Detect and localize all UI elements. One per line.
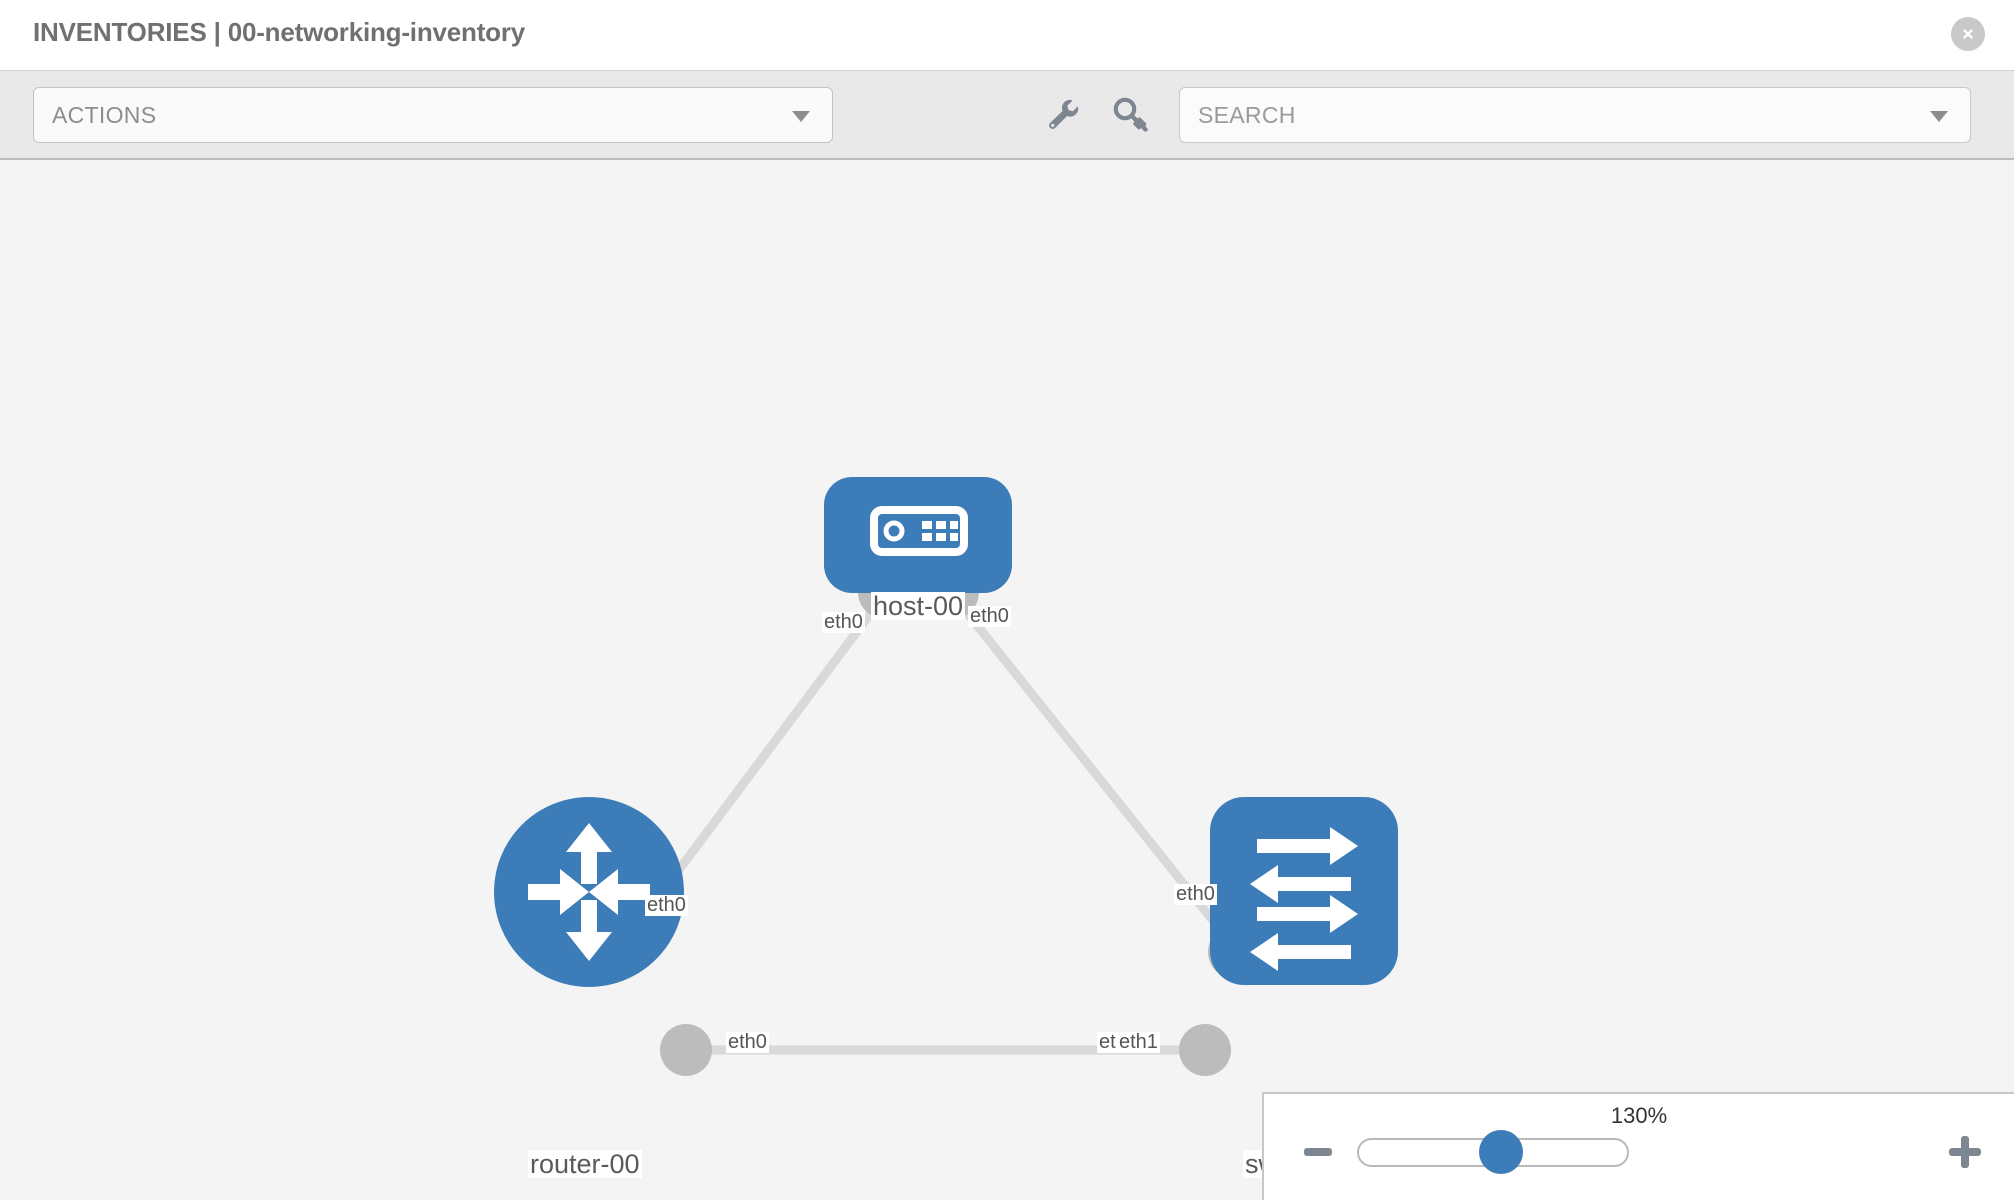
wrench-button[interactable] [1040, 91, 1088, 139]
chevron-down-icon [792, 111, 810, 122]
zoom-panel: 130% [1262, 1092, 2014, 1200]
zoom-percent-label: 130% [1610, 1103, 1668, 1128]
node-switch-00[interactable] [1210, 797, 1398, 985]
interface-label: eth0 [726, 1031, 769, 1053]
page-title: INVENTORIES | 00-networking-inventory [33, 17, 526, 47]
page-header: INVENTORIES | 00-networking-inventory [0, 0, 2014, 71]
chevron-down-icon[interactable] [1930, 111, 1948, 122]
interface-label: eth0 [822, 611, 865, 633]
switch-arrows-icon [1250, 827, 1358, 971]
actions-dropdown[interactable]: ACTIONS [33, 87, 833, 143]
interface-label: eth1 [1117, 1031, 1160, 1053]
toolbar: ACTIONS SEARCH [0, 71, 2014, 160]
topology-graph [494, 477, 1398, 1076]
key-button[interactable] [1107, 91, 1155, 139]
actions-dropdown-label: ACTIONS [52, 102, 157, 128]
port-switch-00-eth1-left[interactable] [1179, 1024, 1231, 1076]
close-button[interactable] [1951, 17, 1985, 51]
interface-label: eth0 [645, 894, 688, 916]
interface-label: eth0 [1174, 883, 1217, 905]
node-label-host-00: host-00 [871, 591, 966, 621]
link-host-00-router-00[interactable] [636, 591, 889, 925]
router-arrows-icon [528, 823, 650, 961]
zoom-slider-thumb[interactable] [1478, 1130, 1523, 1174]
search-placeholder: SEARCH [1198, 102, 1296, 128]
topology-canvas[interactable]: host-00 router-00 switch-00 eth0 eth0 et… [0, 162, 2014, 1200]
node-host-00[interactable] [824, 477, 1012, 593]
zoom-out-button[interactable] [1304, 1148, 1332, 1156]
node-router-00[interactable] [494, 797, 684, 987]
port-router-00-eth0-right[interactable] [660, 1024, 712, 1076]
server-icon [870, 506, 968, 556]
interface-label: eth0 [968, 605, 1011, 627]
zoom-in-button[interactable] [1949, 1136, 1981, 1168]
node-label-router-00: router-00 [528, 1149, 642, 1179]
search-input[interactable]: SEARCH [1179, 87, 1971, 143]
